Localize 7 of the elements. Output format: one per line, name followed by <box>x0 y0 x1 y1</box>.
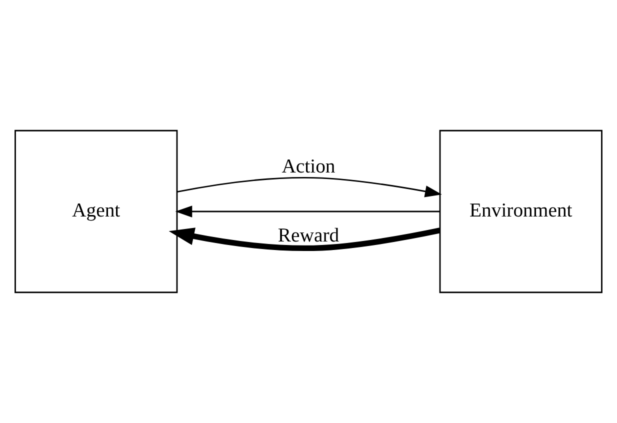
node-box: Agent <box>14 130 178 294</box>
arrow <box>168 228 440 251</box>
edge-label: Reward <box>278 224 340 246</box>
node-box: Environment <box>439 130 602 294</box>
arrow <box>175 206 440 218</box>
arrow <box>177 177 442 198</box>
edge-label: Action <box>282 155 336 178</box>
